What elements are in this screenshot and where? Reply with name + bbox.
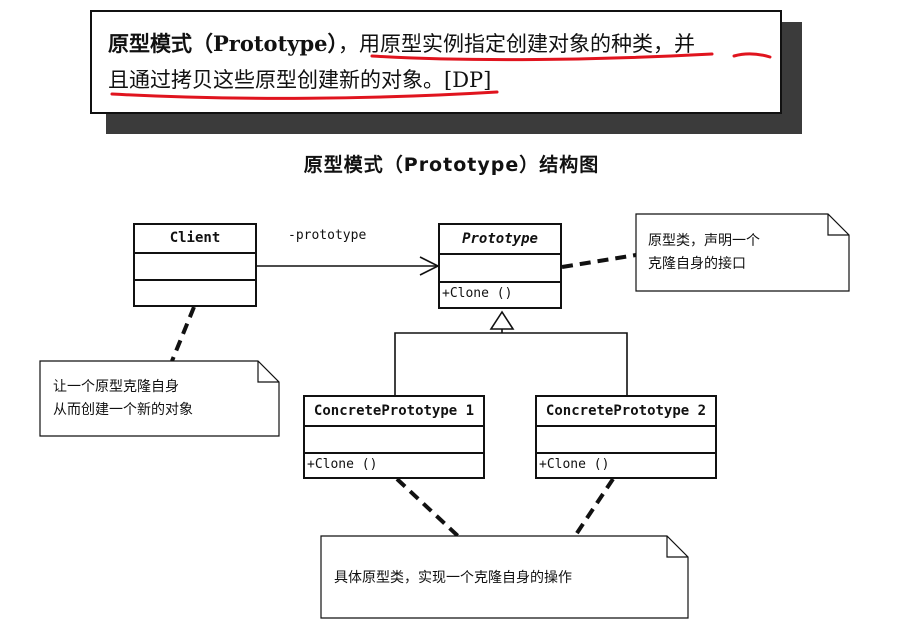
concrete-prototype-2-operation: +Clone () xyxy=(539,457,610,472)
inheritance-triangle xyxy=(489,310,515,330)
prototype-operation: +Clone () xyxy=(442,286,513,301)
client-note: 让一个原型克隆自身 从而创建一个新的对象 xyxy=(53,376,193,422)
concrete2-note-anchor xyxy=(573,477,615,538)
inheritance-bar xyxy=(394,332,628,395)
prototype-note: 原型类，声明一个 克隆自身的接口 xyxy=(648,230,760,276)
concrete-prototype-1-name: ConcretePrototype 1 xyxy=(305,397,483,427)
concrete-note: 具体原型类，实现一个克隆自身的操作 xyxy=(334,567,572,590)
definition-box: 原型模式（Prototype），用原型实例指定创建对象的种类，并 且通过拷贝这些… xyxy=(90,10,782,114)
client-note-line-1: 让一个原型克隆自身 xyxy=(53,379,179,395)
association-label: -prototype xyxy=(288,228,367,243)
client-class-name: Client xyxy=(135,225,255,254)
definition-line-1: 原型模式（Prototype），用原型实例指定创建对象的种类，并 xyxy=(108,26,780,62)
definition-line1-tail: 并 xyxy=(674,32,696,56)
definition-line-2: 且通过拷贝这些原型创建新的对象。[DP] xyxy=(108,62,780,98)
client-note-shape xyxy=(39,360,280,437)
underline-stroke-1 xyxy=(370,52,714,62)
concrete-prototype-2-class: ConcretePrototype 2 +Clone () xyxy=(535,395,717,479)
concrete-prototype-1-attributes xyxy=(305,427,483,454)
definition-end: 。[DP] xyxy=(423,68,492,92)
client-note-line-2: 从而创建一个新的对象 xyxy=(53,402,193,418)
prototype-note-line-2: 克隆自身的接口 xyxy=(648,256,746,272)
prototype-class: Prototype +Clone () xyxy=(438,223,562,309)
prototype-note-line-1: 原型类，声明一个 xyxy=(648,233,760,249)
definition-underlined-2: 且通过拷贝这些原型创建新的对象 xyxy=(108,68,423,92)
concrete-note-shape xyxy=(320,535,689,619)
concrete-prototype-1-class: ConcretePrototype 1 +Clone () xyxy=(303,395,485,479)
diagram-title: 原型模式（Prototype）结构图 xyxy=(303,154,600,176)
concrete-note-line-1: 具体原型类，实现一个克隆自身的操作 xyxy=(334,570,572,586)
concrete-prototype-2-name: ConcretePrototype 2 xyxy=(537,397,715,427)
prototype-attributes xyxy=(440,255,560,283)
definition-term: 原型模式（Prototype） xyxy=(108,31,339,56)
definition-comma: ， xyxy=(338,32,360,56)
client-class: Client xyxy=(133,223,257,307)
prototype-note-shape xyxy=(635,213,850,292)
concrete1-note-anchor xyxy=(395,477,460,538)
client-attributes xyxy=(135,254,255,281)
underline-stroke-3 xyxy=(110,90,499,100)
underline-stroke-2 xyxy=(732,52,772,59)
client-note-anchor xyxy=(170,306,196,362)
concrete-prototype-2-attributes xyxy=(537,427,715,454)
definition-underlined-1: 用原型实例指定创建对象的种类 xyxy=(359,32,654,56)
prototype-class-name: Prototype xyxy=(440,225,560,255)
definition-comma-2: ， xyxy=(653,32,675,56)
concrete-prototype-1-operation: +Clone () xyxy=(307,457,378,472)
prototype-note-anchor xyxy=(561,253,637,269)
